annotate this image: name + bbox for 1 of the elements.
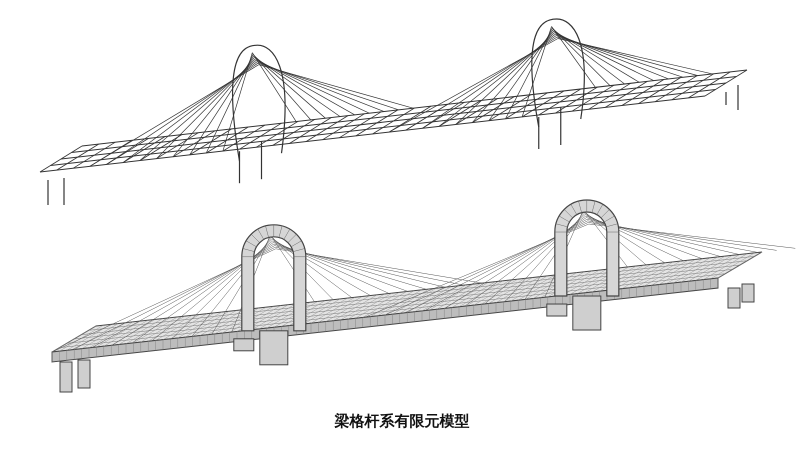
caption: 梁格杆系有限元模型 xyxy=(334,412,470,431)
